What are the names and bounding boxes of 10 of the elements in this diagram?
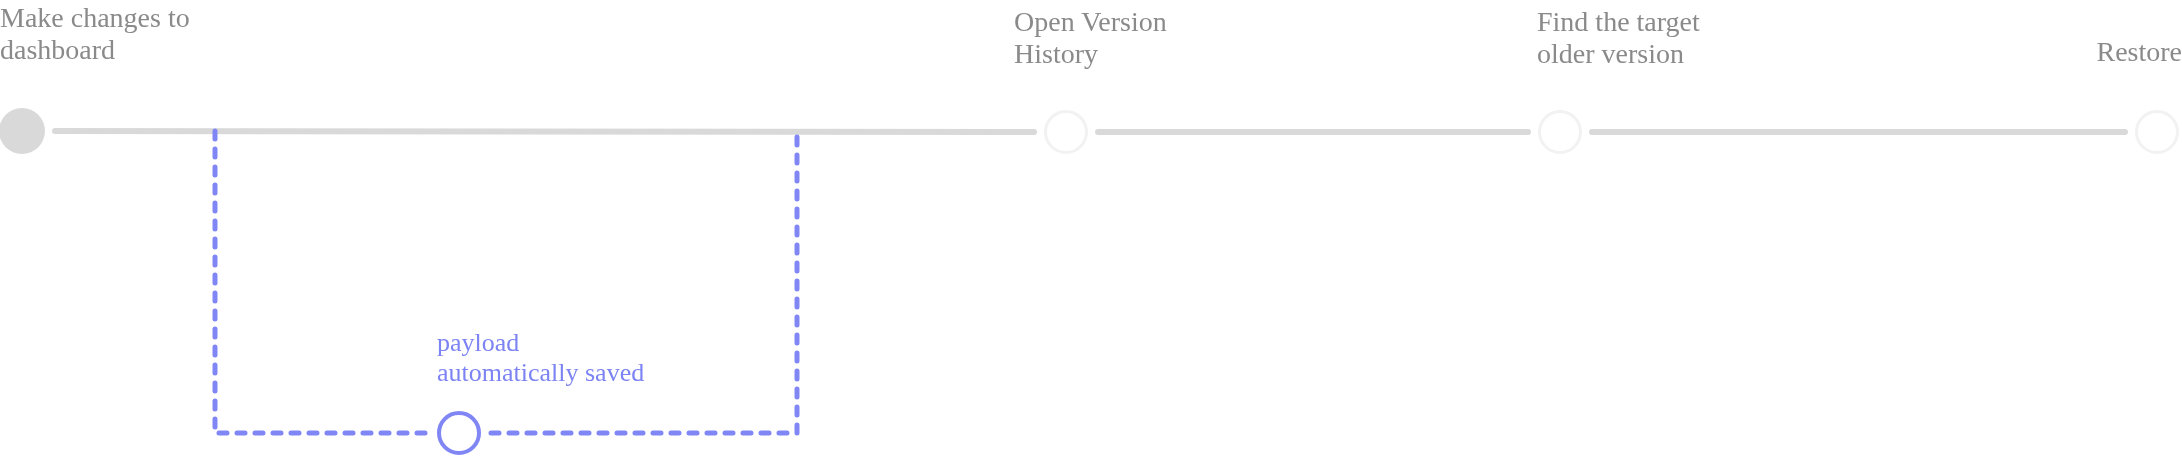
- step-label: Find the target older version: [1537, 6, 1701, 70]
- milestone-circle: [437, 411, 481, 455]
- timeline-line: [1095, 129, 1531, 135]
- dashed-connector: [212, 128, 430, 436]
- step-label: Open Version History: [1014, 6, 1168, 70]
- step-label: Restore: [2095, 36, 2182, 68]
- timeline-line: [1589, 129, 2128, 135]
- milestone-caption: payload automatically saved: [437, 328, 646, 388]
- timeline-line: [52, 128, 1037, 135]
- step-label: Make changes to dashboard: [0, 2, 191, 66]
